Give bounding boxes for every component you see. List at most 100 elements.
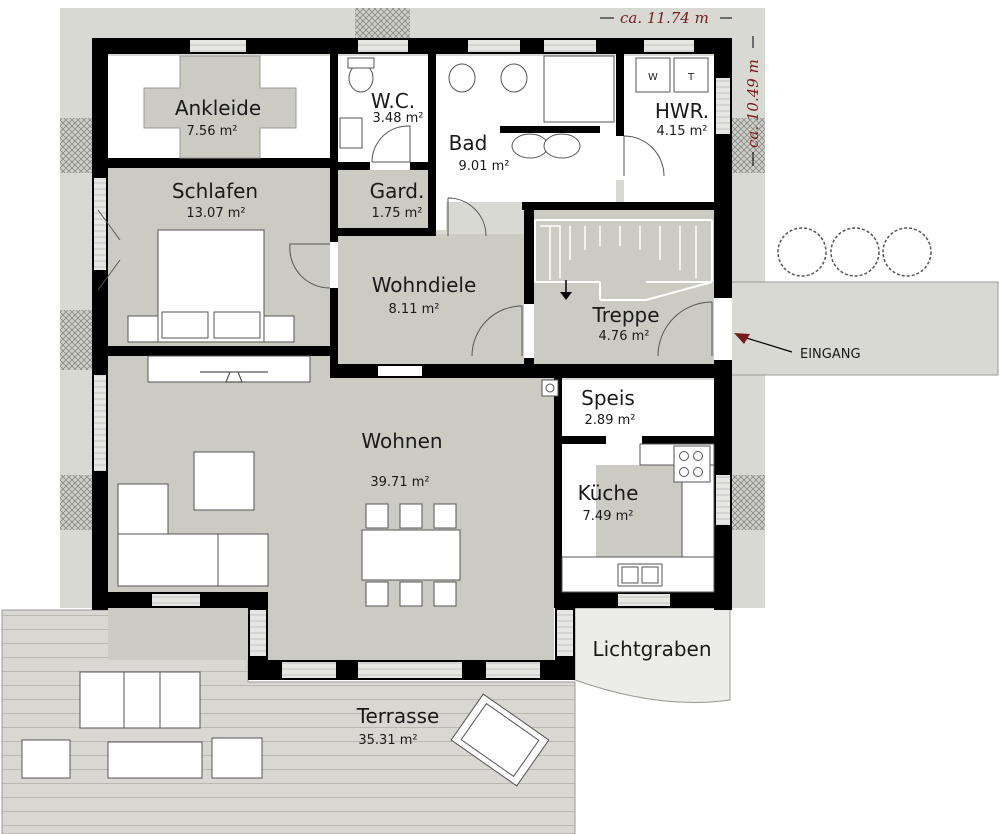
- room-ankleide-area: 7.56 m²: [187, 124, 238, 139]
- wc-toilet: [347, 57, 375, 93]
- tv-sideboard: [147, 355, 311, 383]
- wc-sink: [339, 117, 363, 149]
- hwr-dryer-label: T: [687, 72, 695, 83]
- light-well: [574, 607, 731, 703]
- entrance-path: [729, 281, 999, 376]
- floor-kueche-center: [596, 465, 682, 557]
- bed: [127, 229, 295, 343]
- room-gard-name: Gard.: [370, 179, 425, 203]
- window-top-3: [468, 40, 520, 52]
- bad-toilets: [448, 63, 528, 93]
- room-treppe-name: Treppe: [591, 303, 659, 327]
- hatch-left-1: [60, 118, 95, 173]
- dimension-depth: ca. 10.49 m: [744, 59, 762, 148]
- wall-schlafen-bottom: [92, 346, 338, 356]
- stove-icon: [673, 445, 711, 483]
- window-bottom-5: [486, 662, 540, 678]
- column-icon: [541, 379, 559, 397]
- tree-icons: [777, 227, 932, 277]
- room-kueche-area: 7.49 m²: [583, 509, 634, 524]
- wall-ankleide-bottom: [92, 158, 338, 168]
- window-top-1: [190, 40, 246, 52]
- room-ankleide-name: Ankleide: [175, 96, 261, 120]
- doors: [97, 125, 713, 444]
- wall-kitchen-left: [554, 364, 562, 608]
- column-circle: [545, 383, 555, 393]
- room-wohnen-area: 39.71 m²: [370, 475, 429, 490]
- wall-diele-bottom: [330, 364, 732, 378]
- window-left-2: [94, 375, 106, 471]
- room-treppe-area: 4.76 m²: [599, 329, 650, 344]
- room-terrasse-name: Terrasse: [356, 704, 440, 728]
- window-bottom-7: [618, 594, 670, 606]
- dimension-lines: [600, 17, 754, 166]
- bad-sinks: [511, 133, 581, 159]
- wall-stair-left: [524, 202, 534, 372]
- wall-ankleide-right: [330, 38, 338, 368]
- window-inner-diele: [378, 366, 422, 376]
- wall-bad-bottom: [522, 202, 732, 210]
- entrance-door-gap: [714, 298, 732, 360]
- room-wohnen-name: Wohnen: [361, 429, 442, 453]
- room-bad-name: Bad: [449, 131, 488, 155]
- room-wohndiele-area: 8.11 m²: [389, 302, 440, 317]
- room-schlafen-area: 13.07 m²: [186, 206, 245, 221]
- entrance-label: EINGANG: [800, 347, 861, 362]
- dimension-width: ca. 11.74 m: [620, 9, 709, 27]
- bad-shower: [543, 55, 615, 123]
- window-top-5: [644, 40, 694, 52]
- room-hwr-area: 4.15 m²: [657, 124, 708, 139]
- terrace-furniture: [21, 671, 550, 787]
- wall-gard-bottom: [330, 228, 436, 236]
- window-right-1: [716, 78, 730, 134]
- room-wc-name: W.C.: [371, 89, 415, 113]
- dining-set: [361, 503, 461, 607]
- window-bottom-1: [152, 594, 200, 606]
- window-bottom-3: [282, 662, 336, 678]
- room-lichtgraben-name: Lichtgraben: [592, 637, 711, 661]
- outer-wall-top: [92, 38, 732, 54]
- floor-wohnen: [108, 354, 554, 660]
- hwr-dryer: [673, 57, 709, 93]
- hatch-left-2: [60, 310, 95, 370]
- window-bottom-4: [358, 662, 462, 678]
- room-gard-area: 1.75 m²: [372, 206, 423, 221]
- room-bad-area: 9.01 m²: [459, 159, 510, 174]
- window-left-1: [94, 178, 106, 270]
- outer-wall-left: [92, 38, 108, 610]
- room-terrasse-area: 35.31 m²: [358, 733, 417, 748]
- room-speis-area: 2.89 m²: [585, 413, 636, 428]
- floor-wohndiele: [338, 234, 524, 364]
- window-bottom-2: [250, 610, 266, 656]
- staircase: [534, 219, 713, 301]
- room-schlafen-name: Schlafen: [172, 179, 258, 203]
- hatch-top-1: [355, 8, 410, 40]
- room-wohndiele-name: Wohndiele: [372, 273, 477, 297]
- hatch-right-2: [730, 475, 765, 530]
- floor-treppe: [532, 210, 714, 364]
- hwr-washer-label: W: [648, 72, 658, 83]
- window-bottom-6: [557, 610, 573, 656]
- room-speis-name: Speis: [581, 386, 635, 410]
- wall-speis-bottom: [554, 436, 732, 444]
- bad-vanity-edge: [500, 126, 600, 133]
- floor-speis: [562, 380, 714, 436]
- wall-wc-right: [428, 38, 436, 236]
- room-wc-area: 3.48 m²: [373, 111, 424, 126]
- hatch-right-1: [730, 118, 765, 173]
- room-hwr-name: HWR.: [655, 99, 709, 123]
- entrance-arrow: [734, 333, 793, 353]
- tv-icon: [200, 371, 268, 383]
- sofa: [117, 483, 269, 587]
- hatch-left-3: [60, 475, 95, 530]
- ankleide-island: [143, 55, 297, 159]
- floor-gard: [338, 170, 428, 228]
- wall-bad-right: [616, 38, 624, 178]
- window-top-2: [358, 40, 408, 52]
- room-kueche-name: Küche: [578, 481, 639, 505]
- coffee-table: [193, 451, 255, 511]
- hwr-washer: [635, 57, 671, 93]
- sink-icon: [617, 563, 663, 587]
- window-right-2: [716, 475, 730, 525]
